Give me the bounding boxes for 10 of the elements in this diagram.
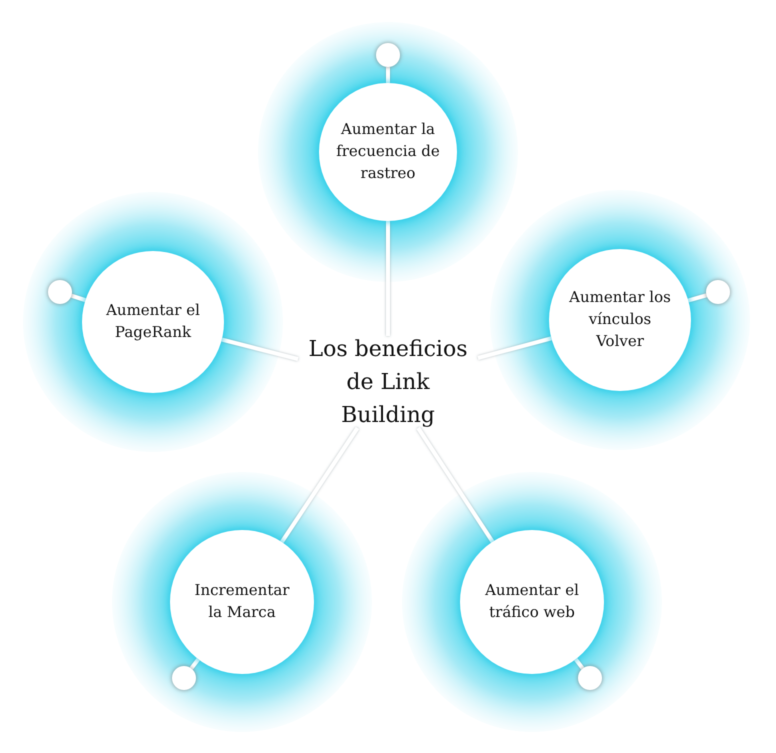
connector-line (574, 658, 584, 670)
connector-line (190, 658, 200, 670)
node-label: Incrementar la Marca (194, 580, 290, 623)
connector-line (386, 67, 390, 83)
node-label: Aumentar los vínculos Volver (568, 287, 672, 352)
node-label: Aumentar la frecuencia de rastreo (335, 119, 441, 184)
center-title: Los beneficios de Link Building (308, 336, 468, 430)
connector-line (688, 293, 707, 302)
node-label: Aumentar el tráfico web (484, 580, 580, 623)
node-label: Aumentar el PageRank (105, 300, 201, 343)
